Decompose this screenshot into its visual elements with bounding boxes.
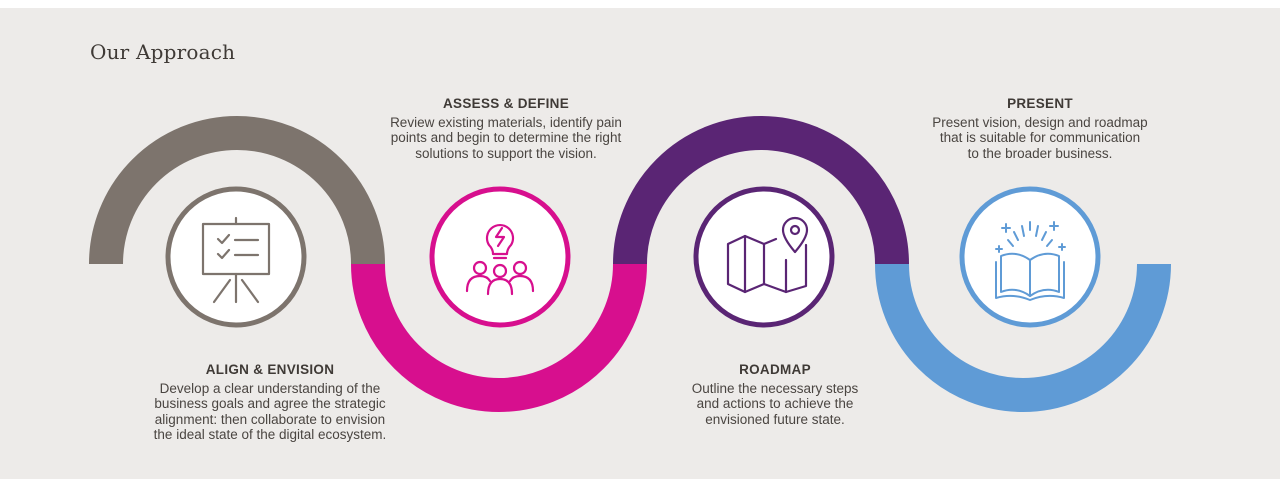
step-description-line: Review existing materials, identify pain (390, 114, 622, 130)
map-pin-icon (726, 216, 809, 294)
page-title: Our Approach (90, 40, 236, 64)
open-book-sparkle-icon (995, 221, 1066, 301)
present-circle (959, 186, 1101, 328)
step-description-line: and actions to achieve the (696, 396, 854, 411)
step-heading: ALIGN & ENVISION (205, 362, 335, 377)
roadmap-arc (613, 116, 909, 265)
step-description-line: solutions to support the vision. (415, 145, 597, 161)
step-description-line: to the broader business. (967, 145, 1113, 161)
step-heading: PRESENT (1007, 96, 1073, 111)
step-description-line: Outline the necessary steps (691, 380, 859, 396)
step-description-line: points and begin to determine the right (390, 130, 622, 145)
assess-arc (351, 263, 647, 412)
step-roadmap: ROADMAP Outline the necessary steps and … (650, 362, 900, 427)
step-description-line: Present vision, design and roadmap (932, 114, 1148, 130)
step-description-line: alignment: then collaborate to envision (154, 411, 386, 427)
step-description-line: envisioned future state. (705, 411, 845, 427)
step-description-line: Develop a clear understanding of the (159, 380, 381, 396)
align-arc (89, 116, 385, 265)
step-description-line: business goals and agree the strategic (154, 396, 386, 411)
lightbulb-team-icon (465, 224, 535, 296)
align-circle (165, 186, 307, 328)
presentation-board-checklist-icon (201, 216, 271, 304)
step-heading: ASSESS & DEFINE (442, 96, 570, 111)
step-heading: ROADMAP (739, 362, 811, 377)
present-arc (875, 263, 1171, 412)
step-assess-define: ASSESS & DEFINE Review existing material… (356, 96, 656, 161)
step-align-envision: ALIGN & ENVISION Develop a clear underst… (140, 362, 400, 443)
step-description-line: that is suitable for communication (939, 130, 1141, 145)
step-present: PRESENT Present vision, design and roadm… (900, 96, 1180, 161)
step-description-line: the ideal state of the digital ecosystem… (153, 427, 387, 442)
